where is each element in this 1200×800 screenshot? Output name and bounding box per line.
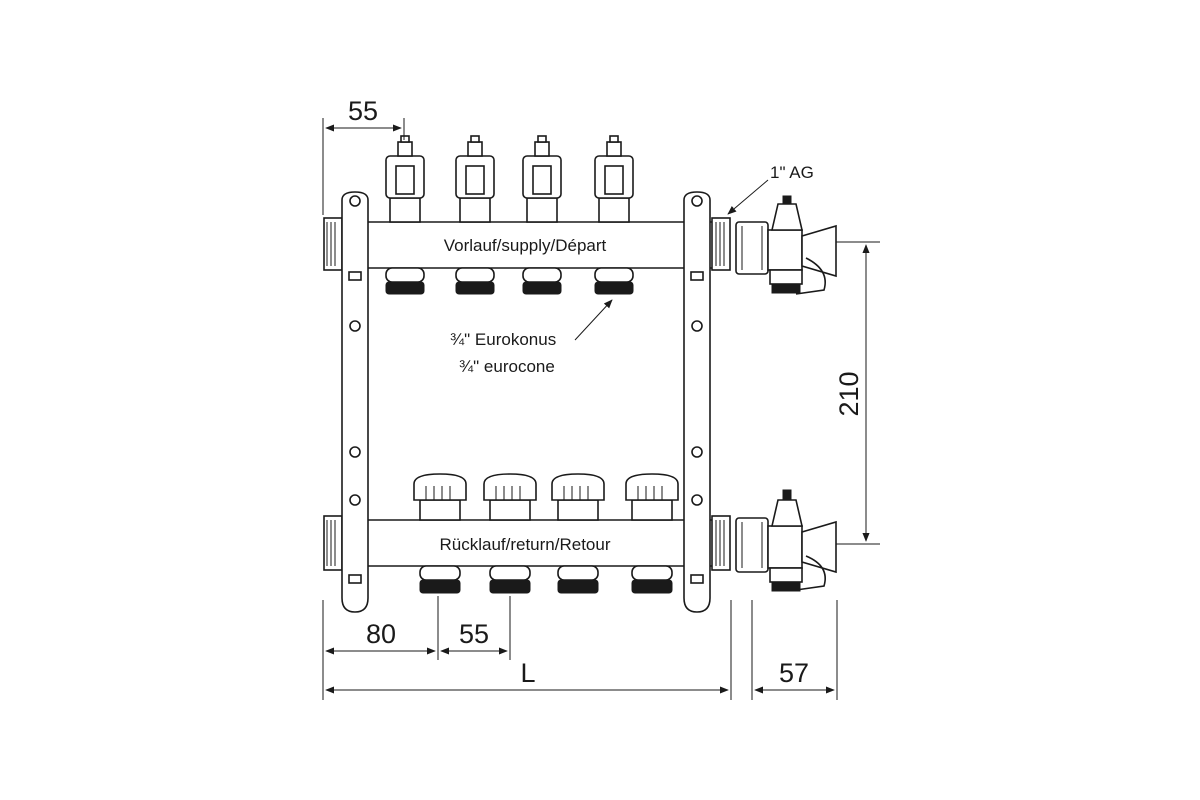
ball-valve-supply (735, 195, 837, 295)
dimension-80-label: 80 (366, 619, 396, 649)
return-valve-cap (625, 473, 679, 521)
eurocone-label-de: ¾" Eurokonus (450, 330, 556, 349)
dimension-L-label: L (520, 658, 535, 688)
left-bracket (341, 191, 369, 613)
flow-meter (522, 135, 562, 223)
return-valve-cap (413, 473, 467, 521)
supply-outlet (594, 267, 634, 295)
supply-outlet (522, 267, 562, 295)
return-outlet (489, 565, 531, 594)
right-bracket (683, 191, 711, 613)
thread-callout (727, 179, 769, 215)
ball-valve-return (735, 489, 837, 592)
return-outlet (557, 565, 599, 594)
thread-callout-label: 1" AG (770, 163, 814, 182)
eurocone-callout (574, 299, 613, 341)
flow-meter (385, 135, 425, 223)
flow-meter (455, 135, 495, 223)
flow-meter (594, 135, 634, 223)
supply-bar-label: Vorlauf/supply/Départ (444, 236, 607, 255)
dimension-bottom-55-label: 55 (459, 619, 489, 649)
dimension-57-label: 57 (779, 658, 809, 688)
dimension-top-55 (322, 118, 405, 215)
supply-outlet (455, 267, 495, 295)
supply-outlet (385, 267, 425, 295)
return-outlet (631, 565, 673, 594)
return-valve-cap (483, 473, 537, 521)
return-bar-label: Rücklauf/return/Retour (439, 535, 610, 554)
return-outlet (419, 565, 461, 594)
return-valve-cap (551, 473, 605, 521)
eurocone-label-en: ¾" eurocone (459, 357, 555, 376)
dimension-210-label: 210 (834, 371, 864, 416)
dimension-top-55-label: 55 (348, 96, 378, 126)
dimension-bottom-lines (322, 596, 838, 700)
dimension-210 (836, 241, 880, 545)
